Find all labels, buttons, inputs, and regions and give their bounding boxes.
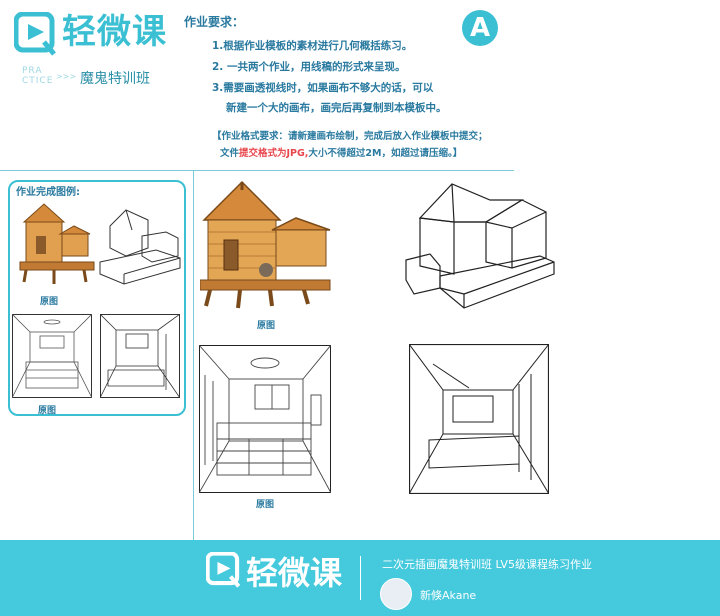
footer-separator <box>360 556 361 600</box>
example-caption-top: 原图 <box>40 297 59 307</box>
example-room-geometry <box>100 314 180 398</box>
arrows-label: >>> <box>56 72 77 81</box>
footer-course-title: 二次元插画魔鬼特训班 LV5级课程练习作业 <box>382 558 592 571</box>
main-caption-bottom: 原图 <box>256 500 275 510</box>
logo-mark-icon <box>14 12 56 56</box>
requirement-2: 2. 一共两个作业，用线稿的形式来呈现。 <box>212 61 406 73</box>
example-caption-bottom: 原图 <box>38 406 57 416</box>
requirement-3: 3.需要画透视线时，如果画布不够大的话，可以 <box>212 82 434 94</box>
format-line-1: 【作业格式要求：请新建画布绘制，完成后放入作业模板中提交； <box>212 131 488 142</box>
divider-vertical <box>193 170 194 540</box>
avatar <box>380 578 412 610</box>
example-title: 作业完成图例: <box>16 187 80 198</box>
example-house-illustration <box>19 203 95 284</box>
divider-horizontal <box>0 170 514 171</box>
main-room-geometry <box>409 344 549 494</box>
footer-author-name: 新倏Akane <box>420 589 477 602</box>
requirement-1: 1.根据作业模板的素材进行几何概括练习。 <box>212 40 413 52</box>
example-geometry-drawing <box>99 209 181 285</box>
format-line-2: 文件提交格式为JPG,大小不得超过2M，如超过请压缩。】 <box>220 148 463 159</box>
badge-a: A <box>462 10 498 46</box>
requirements-title: 作业要求： <box>184 15 245 29</box>
footer-logo-text: 轻微课 <box>246 554 343 592</box>
practice-label: PRA CTICE <box>22 66 54 86</box>
example-panel <box>8 180 186 416</box>
main-caption-top: 原图 <box>257 321 276 331</box>
requirement-3-cont: 新建一个大的画布，画完后再复制到本模板中。 <box>226 102 447 114</box>
main-house-illustration <box>200 180 331 309</box>
main-room-illustration <box>199 345 331 493</box>
example-room-illustration <box>12 314 92 398</box>
logo-text: 轻微课 <box>62 12 167 52</box>
class-name: 魔鬼特训班 <box>80 71 150 87</box>
footer-logo-mark-icon <box>206 552 241 588</box>
main-geometry-drawing <box>405 183 555 309</box>
